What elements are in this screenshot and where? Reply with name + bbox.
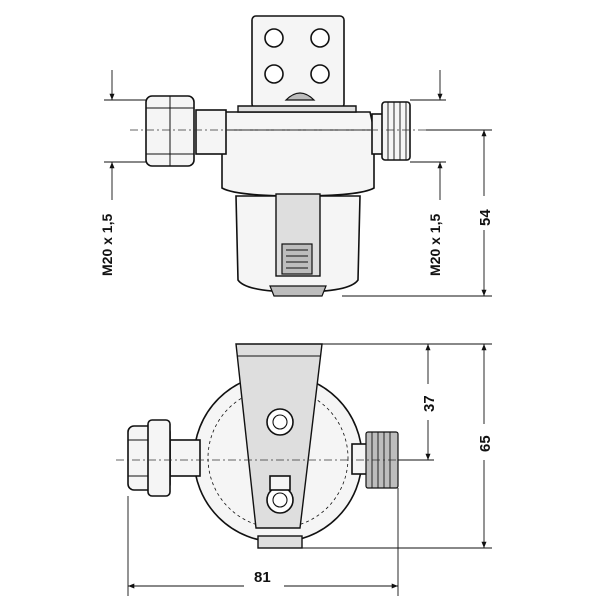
left-fitting: [145, 95, 227, 167]
depth-label: 65: [477, 435, 494, 452]
valve-head: [221, 105, 375, 197]
height-label: 54: [477, 209, 494, 226]
offset-label: 37: [421, 395, 438, 412]
front-view: M20 x 1,5 M20 x 1,5 54: [99, 15, 494, 297]
offset-dimension: 37: [320, 343, 438, 461]
depth-dimension: 65: [300, 343, 494, 549]
filter-bowl: [235, 193, 361, 297]
height-dimension: 54: [342, 129, 494, 297]
width-dimension: 81: [127, 488, 399, 596]
right-fitting-plan: [351, 431, 399, 489]
thread-dimension-right: M20 x 1,5: [410, 70, 446, 276]
right-fitting: [371, 101, 411, 161]
left-fitting-plan: [127, 419, 201, 497]
thread-label-right: M20 x 1,5: [427, 214, 443, 276]
thread-dimension-left: M20 x 1,5: [99, 70, 146, 276]
mounting-bracket: [251, 15, 345, 109]
plan-view: 37 65 81: [116, 343, 494, 596]
width-label: 81: [254, 569, 271, 586]
thread-label-left: M20 x 1,5: [99, 214, 115, 276]
bracket-plan: [235, 343, 323, 529]
